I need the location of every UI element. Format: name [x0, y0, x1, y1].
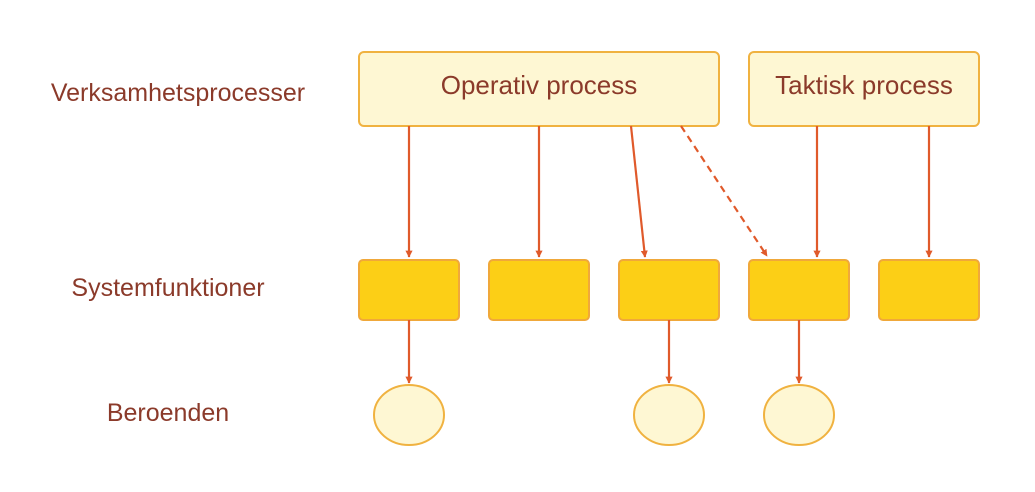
function-box-4	[748, 259, 850, 321]
process-box-tactical	[748, 51, 980, 127]
row-label-functions: Systemfunktioner	[71, 274, 264, 302]
dependency-node-3	[763, 384, 835, 446]
row-label-processes: Verksamhetsprocesser	[51, 79, 305, 107]
dependency-node-2	[633, 384, 705, 446]
process-label-tactical: Taktisk process	[775, 70, 953, 100]
function-box-3	[618, 259, 720, 321]
function-box-5	[878, 259, 980, 321]
row-label-dependencies: Beroenden	[107, 399, 229, 427]
process-label-operative: Operativ process	[441, 70, 638, 100]
arrow-operative-to-function-4-dashed	[680, 125, 768, 257]
arrow-operative-to-function-3	[629, 125, 648, 258]
function-box-2	[488, 259, 590, 321]
dependency-node-1	[373, 384, 445, 446]
function-box-1	[358, 259, 460, 321]
